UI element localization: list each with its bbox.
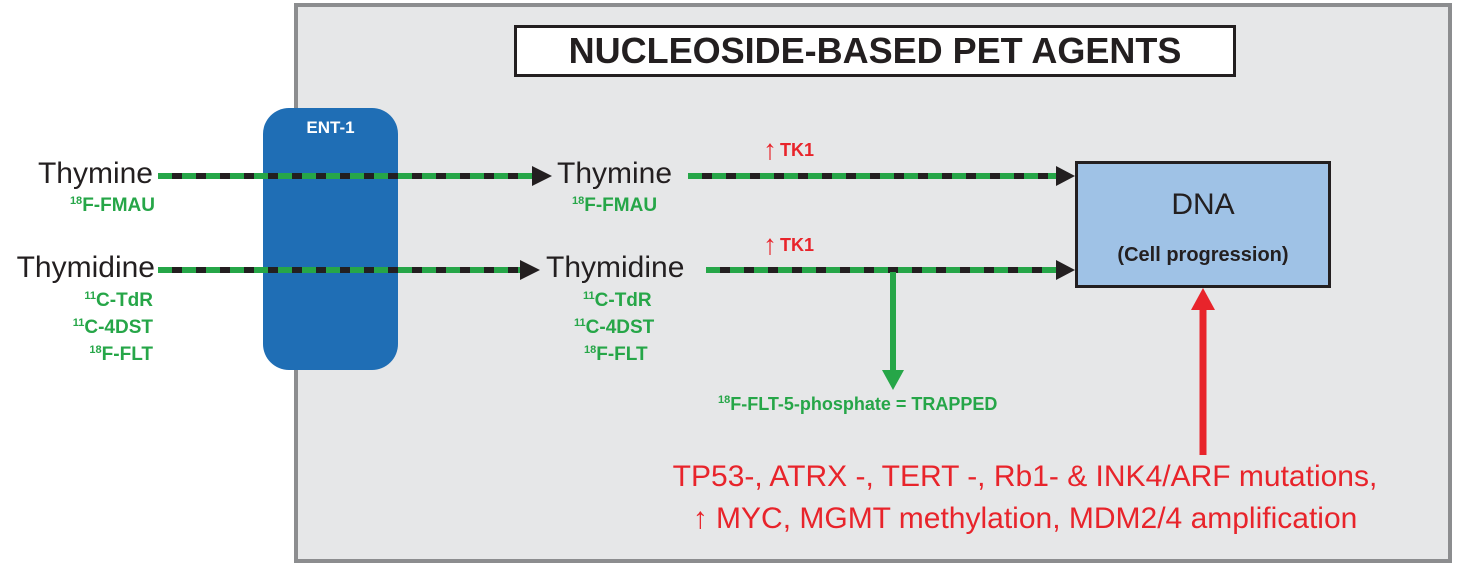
- tk1-label-row2: ↑TK1: [763, 229, 815, 260]
- up-arrow-icon: ↑: [763, 134, 777, 165]
- ext-thymine-label: Thymine: [37, 157, 153, 190]
- dna-box: DNA (Cell progression): [1075, 161, 1331, 288]
- title-text: NUCLEOSIDE-BASED PET AGENTS: [568, 30, 1182, 71]
- arrow-mutations-to-dna: [1191, 288, 1215, 455]
- int-thymidine-tracer-3: 18F-FLT: [584, 344, 648, 365]
- int-thymine-tracer: 18F-FMAU: [572, 195, 658, 216]
- up-arrow-icon: ↑: [763, 229, 777, 260]
- arrow-trapped: [882, 272, 904, 390]
- arrow-thymine-uptake: [158, 166, 552, 186]
- int-thymidine-label: Thymidine: [546, 251, 685, 284]
- up-arrow-icon: ↑: [692, 502, 708, 535]
- ext-thymidine-label: Thymidine: [16, 251, 155, 284]
- ent1-transporter: ENT-1: [263, 108, 398, 370]
- int-thymidine-tracer-2: 11C-4DST: [574, 317, 655, 338]
- ext-thymine-tracer: 18F-FMAU: [69, 195, 155, 216]
- diagram-title: NUCLEOSIDE-BASED PET AGENTS: [514, 25, 1236, 77]
- arrow-thymidine-to-dna: [706, 260, 1075, 280]
- ent1-label: ENT-1: [306, 118, 355, 137]
- ext-thymidine-tracer-3: 18F-FLT: [89, 344, 153, 365]
- arrow-thymidine-uptake: [158, 260, 540, 280]
- trapped-label: 18F-FLT-5-phosphate = TRAPPED: [718, 394, 998, 414]
- mutations-line-1: TP53-, ATRX -, TERT -, Rb1- & INK4/ARF m…: [672, 460, 1378, 493]
- mutations-line-2: ↑ MYC, MGMT methylation, MDM2/4 amplific…: [692, 502, 1358, 535]
- tk1-label-row1: ↑TK1: [763, 134, 815, 165]
- ext-thymidine-tracer-1: 11C-TdR: [84, 290, 153, 311]
- dna-sublabel: (Cell progression): [1117, 244, 1289, 266]
- arrow-thymine-to-dna: [688, 166, 1075, 186]
- ext-thymidine-tracer-2: 11C-4DST: [72, 317, 153, 338]
- int-thymidine-tracer-1: 11C-TdR: [583, 290, 652, 311]
- int-thymine-label: Thymine: [557, 157, 673, 190]
- dna-label: DNA: [1171, 188, 1235, 221]
